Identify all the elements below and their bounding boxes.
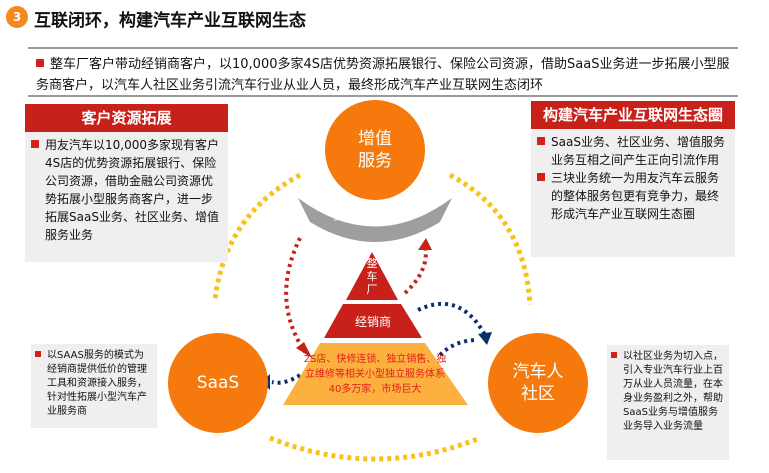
pyramid-middle (324, 304, 422, 338)
bullet-icon (35, 351, 41, 357)
pyramid-bottom (283, 343, 468, 405)
circle-community: 汽车人社区 (488, 333, 588, 433)
pyramid-top (346, 252, 398, 300)
circle-label: 增值服务 (358, 129, 392, 171)
navy-arrowhead-top (478, 332, 492, 345)
panel-item: SaaS业务、社区业务、增值服务业务互相之间产生正向引流作用 (531, 129, 735, 169)
yellow-arrow-bottom (269, 435, 481, 462)
community-note-text: 以社区业务为切入点，引入专业汽车行业上百万从业人员流量，在本身业务盈利之外，帮助… (623, 351, 723, 432)
red-arrowhead-left (296, 342, 312, 358)
circle-label: SaaS (196, 373, 240, 393)
community-note: 以社区业务为切入点，引入专业汽车行业上百万从业人员流量，在本身业务盈利之外，帮助… (607, 345, 729, 460)
bullet-icon (611, 352, 617, 358)
panel-item: 三块业务统一为用友汽车云服务的整体服务包更有竞争力，最终形成汽车产业互联网生态圈 (531, 169, 735, 223)
panel-item-text: 用友汽车以10,000多家现有客户4S店的优势资源拓展银行、保险公司资源，借助金… (45, 138, 219, 242)
pyramid-middle-label: 经销商 (354, 315, 391, 329)
divider-top (28, 47, 738, 49)
panel-item-text: SaaS业务、社区业务、增值服务业务互相之间产生正向引流作用 (551, 135, 725, 167)
red-arrowhead-right (418, 238, 432, 250)
circle-saas: SaaS (168, 333, 268, 433)
section-number-badge: 3 (6, 6, 28, 28)
bullet-icon (537, 137, 545, 145)
page-title: 互联闭环，构建汽车产业互联网生态 (34, 11, 306, 31)
intro-text-content: 整车厂客户带动经销商客户，以10,000多家4S店优势资源拓展银行、保险公司资源… (36, 57, 730, 93)
panel-title: 客户资源拓展 (25, 104, 228, 132)
bullet-icon (31, 140, 39, 148)
bullet-icon (36, 59, 44, 67)
red-arrow-left (284, 237, 307, 354)
navy-arrow-top (417, 301, 487, 336)
circle-label: 汽车人社区 (512, 362, 564, 404)
red-arrow-right (403, 244, 428, 295)
yellow-arrow-top-right (448, 172, 533, 306)
circle-value-added-services: 增值服务 (325, 100, 425, 200)
insurance-bank-arc (298, 198, 452, 242)
customer-expansion-panel: 客户资源拓展 用友汽车以10,000多家现有客户4S店的优势资源拓展银行、保险公… (25, 104, 228, 262)
intro-text: 整车厂客户带动经销商客户，以10,000多家4S店优势资源拓展银行、保险公司资源… (36, 54, 736, 96)
divider-bottom (28, 95, 738, 97)
saas-note: 以SAAS服务的模式为经销商提供低价的管理工具和资源接入服务，针对性拓展小型汽车… (31, 344, 157, 428)
bullet-icon (537, 173, 545, 181)
panel-item: 用友汽车以10,000多家现有客户4S店的优势资源拓展银行、保险公司资源，借助金… (25, 132, 228, 244)
yellow-arrow-top-left (212, 172, 302, 301)
panel-title: 构建汽车产业互联网生态圈 (531, 101, 735, 129)
pyramid-top-label: 整车厂 (366, 257, 378, 296)
ecosystem-panel: 构建汽车产业互联网生态圈 SaaS业务、社区业务、增值服务业务互相之间产生正向引… (531, 101, 735, 257)
panel-item-text: 三块业务统一为用友汽车云服务的整体服务包更有竞争力，最终形成汽车产业互联网生态圈 (551, 171, 720, 221)
navy-arrow-left (271, 373, 302, 385)
saas-note-text: 以SAAS服务的模式为经销商提供低价的管理工具和资源接入服务，针对性拓展小型汽车… (47, 350, 147, 417)
pyramid-bottom-label: 2S店、快修连锁、独立销售、独立维修等相关小型独立服务体系40多万家，市场巨大 (303, 354, 447, 395)
